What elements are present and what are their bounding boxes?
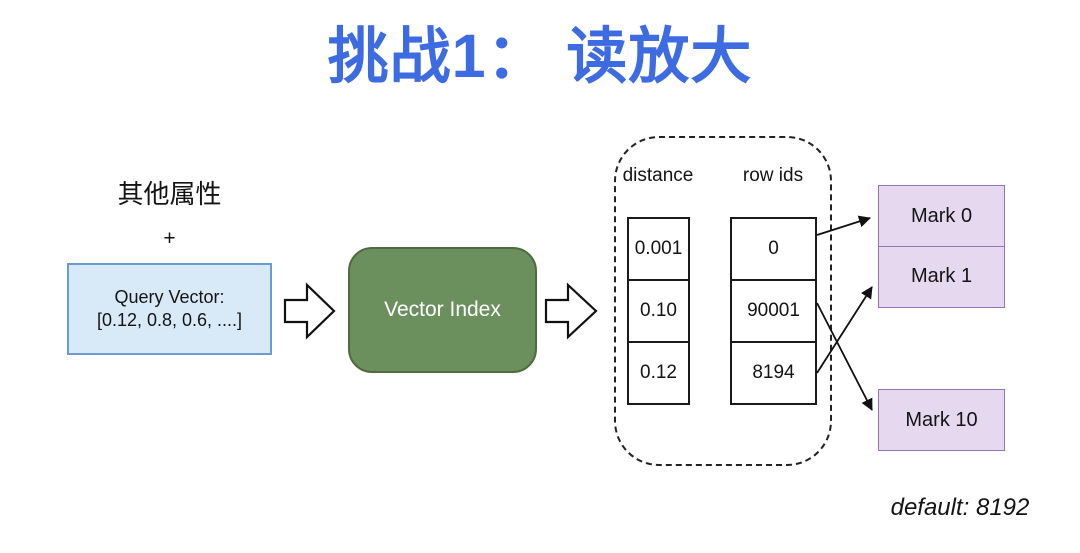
mark-10-label: Mark 10 xyxy=(905,408,978,431)
query-vector-title: Query Vector: xyxy=(114,287,225,307)
row-id-cell: 90001 xyxy=(732,279,815,341)
query-vector-box: Query Vector: [0.12, 0.8, 0.6, ....] xyxy=(67,263,272,355)
mark-0-label: Mark 0 xyxy=(910,204,973,227)
query-vector-values: [0.12, 0.8, 0.6, ....] xyxy=(96,310,243,330)
default-batch-size-note: default: 8192 xyxy=(890,494,1030,521)
distance-column: 0.001 0.10 0.12 xyxy=(627,217,690,405)
row-ids-column: 0 90001 8194 xyxy=(730,217,817,405)
mark-0-block: Mark 0 xyxy=(878,185,1005,247)
arrow-right-icon xyxy=(283,282,336,340)
mark-10-block: Mark 10 xyxy=(878,389,1005,451)
mark-1-label: Mark 1 xyxy=(910,265,973,287)
distance-column-header: distance xyxy=(622,165,694,186)
arrow-right-icon xyxy=(544,282,598,340)
vector-index-box: Vector Index xyxy=(348,247,537,373)
row-id-cell: 0 xyxy=(768,238,779,259)
row-id-cell: 8194 xyxy=(732,341,815,403)
plus-sign: + xyxy=(163,227,176,250)
distance-cell: 0.001 xyxy=(634,238,683,259)
other-attributes-label: 其他属性 xyxy=(117,179,222,209)
vector-index-label: Vector Index xyxy=(384,298,501,321)
mark-1-block: Mark 1 xyxy=(878,245,1005,308)
distance-cell: 0.12 xyxy=(629,341,688,403)
distance-cell: 0.10 xyxy=(629,279,688,341)
slide-title: 挑战1： 读放大 xyxy=(327,22,753,90)
row-ids-column-header: row ids xyxy=(742,165,804,186)
